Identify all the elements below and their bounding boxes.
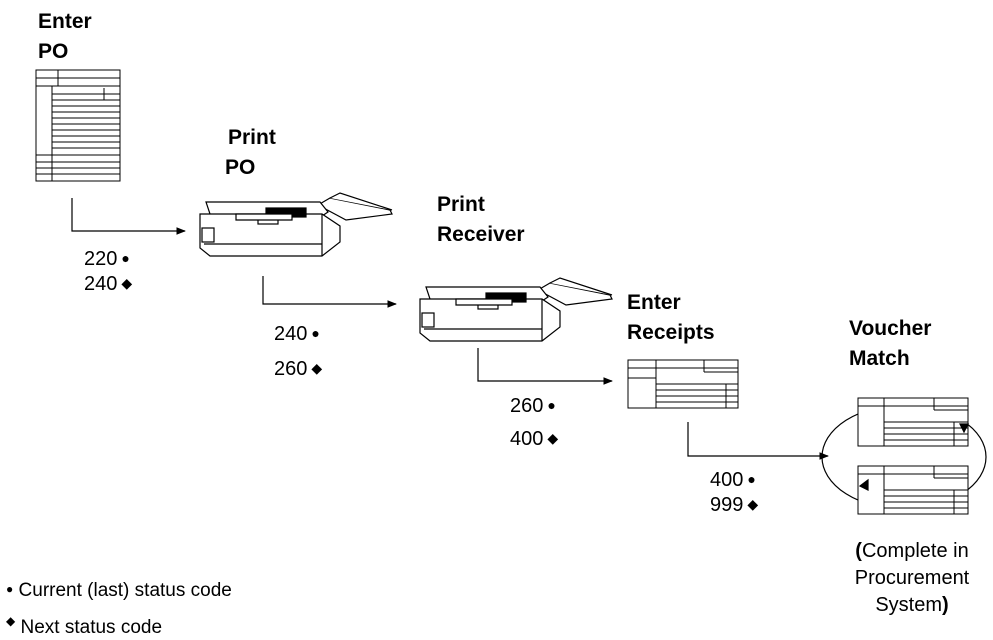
status-codes-print-receiver: 260● 400◆ xyxy=(510,393,558,451)
purchase-order-form-icon xyxy=(36,70,120,181)
status-codes-enter-receipts: 400● 999◆ xyxy=(710,467,758,517)
voucher-match-icon xyxy=(822,398,986,514)
flow-arrow xyxy=(688,422,828,456)
status-codes-print-po: 240● 260◆ xyxy=(274,321,322,381)
receipts-form-icon xyxy=(628,360,738,408)
legend: ● Current (last) status code ◆ Next stat… xyxy=(6,577,232,640)
flow-arrow xyxy=(263,276,396,304)
flow-arrow xyxy=(72,198,185,231)
status-codes-enter-po: 220● 240◆ xyxy=(84,246,132,296)
printer-icon xyxy=(420,278,612,341)
printer-icon xyxy=(200,193,392,256)
legend-current: ● Current (last) status code xyxy=(6,577,232,603)
procurement-note: (Complete in Procurement System) xyxy=(832,538,992,619)
legend-next: ◆ Next status code xyxy=(6,609,232,640)
flow-arrow xyxy=(478,348,612,381)
